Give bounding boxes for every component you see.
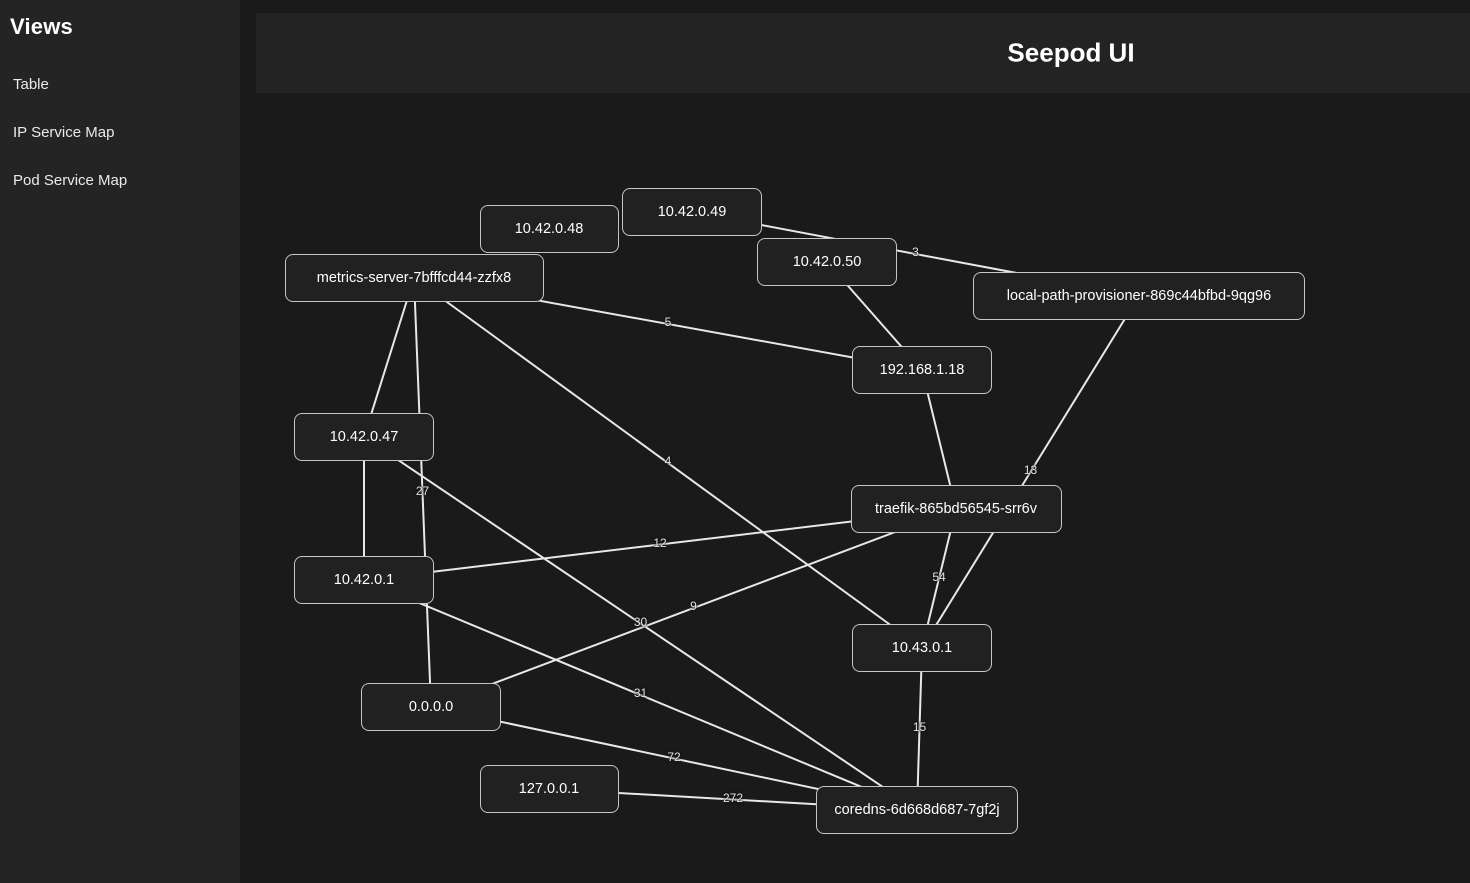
graph-edge bbox=[413, 277, 432, 708]
graph-node[interactable]: metrics-server-7bfffcd44-zzfx8 bbox=[284, 254, 544, 302]
graph-edge bbox=[363, 579, 918, 811]
graph-node[interactable]: traefik-865bd56545-srr6v bbox=[850, 485, 1062, 533]
graph-node[interactable]: coredns-6d668d687-7gf2j bbox=[816, 786, 1018, 834]
graph-node[interactable]: 10.42.0.1 bbox=[294, 556, 434, 604]
sidebar-item-table[interactable]: Table bbox=[13, 76, 49, 93]
graph-edge bbox=[916, 647, 923, 811]
sidebar-nav: Table IP Service Map Pod Service Map bbox=[10, 66, 230, 200]
graph-edge bbox=[430, 508, 957, 708]
graph-node[interactable]: 10.42.0.48 bbox=[479, 205, 619, 253]
sidebar-item-pod-service-map[interactable]: Pod Service Map bbox=[13, 172, 128, 189]
page-title: Seepod UI bbox=[1007, 37, 1135, 68]
sidebar: Views Table IP Service Map Pod Service M… bbox=[0, 0, 240, 883]
graph-node[interactable]: 192.168.1.18 bbox=[852, 346, 992, 394]
graph-edge bbox=[363, 436, 918, 811]
graph-node[interactable]: 0.0.0.0 bbox=[361, 683, 501, 731]
graph-node[interactable]: local-path-provisioner-869c44bfbd-9qg96 bbox=[973, 272, 1305, 320]
graph-node[interactable]: 10.42.0.47 bbox=[294, 413, 434, 461]
graph-edge bbox=[413, 277, 923, 649]
graph-node[interactable]: 10.43.0.1 bbox=[852, 624, 992, 672]
header-bar: Seepod UI bbox=[256, 13, 1470, 93]
graph-edge bbox=[921, 295, 1140, 649]
sidebar-title: Views bbox=[10, 14, 73, 39]
sidebar-item-ip-service-map[interactable]: IP Service Map bbox=[13, 124, 115, 141]
graph-node[interactable]: 127.0.0.1 bbox=[479, 765, 619, 813]
graph-edge bbox=[363, 277, 415, 438]
graph-node[interactable]: 10.42.0.49 bbox=[622, 188, 762, 236]
graph-node[interactable]: 10.42.0.50 bbox=[757, 238, 897, 286]
